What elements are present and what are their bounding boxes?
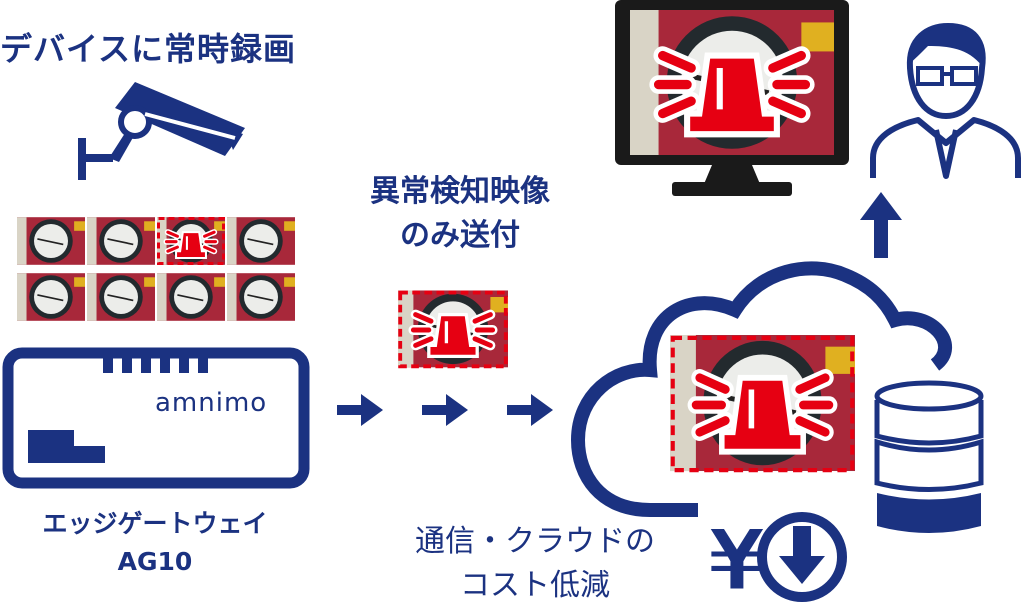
anomaly-caption: 異常検知映像 のみ送付 (330, 170, 590, 258)
amnimo-logo: amnimo (155, 388, 268, 418)
cost-caption: 通信・クラウドの コスト低減 (375, 520, 695, 608)
thumbnail (157, 273, 225, 321)
thumbnail (87, 273, 155, 321)
cloud-icon (570, 261, 953, 517)
gateway-model: AG10 (117, 547, 193, 576)
arrow-up-icon (860, 192, 902, 258)
arrow-right-icon (335, 390, 385, 430)
yen-down-icon: ¥ (706, 510, 847, 605)
monitor-icon (615, 0, 849, 196)
anomaly-image (398, 290, 508, 369)
cost-caption-line1: 通信・クラウドの (415, 524, 655, 559)
gateway-label: エッジゲートウェイ AG10 (0, 505, 310, 581)
gateway-device-icon (2, 347, 310, 489)
thumbnail-alert (157, 217, 225, 265)
anomaly-caption-line2: のみ送付 (400, 218, 520, 253)
arrow-right-icon (505, 390, 555, 430)
thumbnail (17, 273, 85, 321)
database-icon (874, 380, 984, 533)
thumbnail (87, 217, 155, 265)
gateway-name: エッジゲートウェイ (42, 509, 268, 538)
operator-person-icon (870, 23, 1021, 179)
cloud-anomaly-image (670, 335, 855, 473)
title-always-recording: デバイスに常時録画 (0, 30, 297, 68)
security-camera-icon (78, 82, 245, 180)
thumbnail (17, 217, 85, 265)
thumbnail (227, 273, 295, 321)
thumbnail (227, 217, 295, 265)
cost-caption-line2: コスト低減 (460, 568, 610, 603)
anomaly-caption-line1: 異常検知映像 (370, 174, 550, 209)
arrow-right-icon (420, 390, 470, 430)
svg-text:¥: ¥ (707, 511, 767, 605)
